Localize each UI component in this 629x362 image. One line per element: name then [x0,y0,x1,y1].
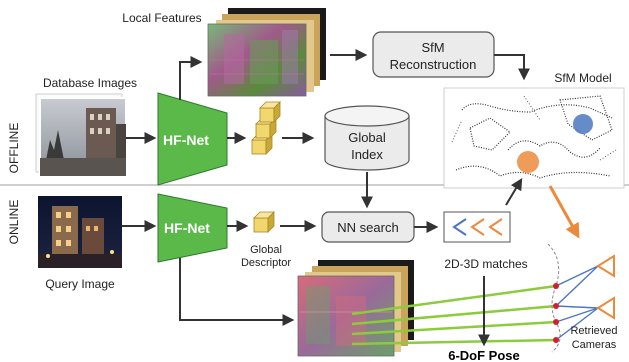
arrow-results-to-model [505,177,523,206]
hfnet-online-label: HF-Net [164,220,210,236]
arrow-sfm-to-model [494,54,530,81]
global-index-line1: Global [348,130,386,145]
matches-label: 2D-3D matches [444,257,527,271]
global-index-block [324,105,410,171]
query-local-features-maps [297,260,414,357]
database-images-label: Database Images [43,76,137,90]
offline-descriptor-stack [251,101,281,155]
global-index-line2: Index [351,147,383,162]
match-lines [351,284,557,346]
sfm-model-label: SfM Model [554,71,611,85]
arrow-model-to-cameras [548,185,580,239]
global-descriptor-line1: Global [250,244,282,256]
retrieved-cameras-line2: Cameras [572,339,617,351]
hfnet-offline-block [157,92,228,186]
hfnet-online-block [157,193,228,263]
retrieved-prior-frames [443,211,511,243]
sfm-model-point-cloud [443,87,625,189]
sfm-reconstruction-line2: Reconstruction [390,57,477,72]
query-image-photo [38,196,122,268]
model-surface-outline [547,243,561,353]
arrow-hfnet-to-query-features [179,258,295,326]
offline-label: OFFLINE [7,123,21,174]
sfm-reconstruction-line1: SfM [421,40,444,55]
local-features-label: Local Features [122,11,201,25]
online-label: ONLINE [7,200,21,245]
query-image-label: Query Image [45,277,115,291]
database-images-photo [35,93,127,177]
arrow-hfnet-to-local-features [179,56,203,100]
hfnet-offline-label: HF-Net [163,132,209,148]
match-points [553,283,559,343]
global-descriptor-line2: Descriptor [241,257,291,269]
retrieved-camera-icons [596,254,615,320]
local-features-maps [207,8,326,97]
retrieved-cameras-line1: Retrieved [570,325,617,337]
online-global-descriptor-cube [253,211,275,233]
camera-rays [555,265,599,341]
pose-label: 6-DoF Pose [448,348,520,362]
nn-search-label: NN search [337,220,398,235]
